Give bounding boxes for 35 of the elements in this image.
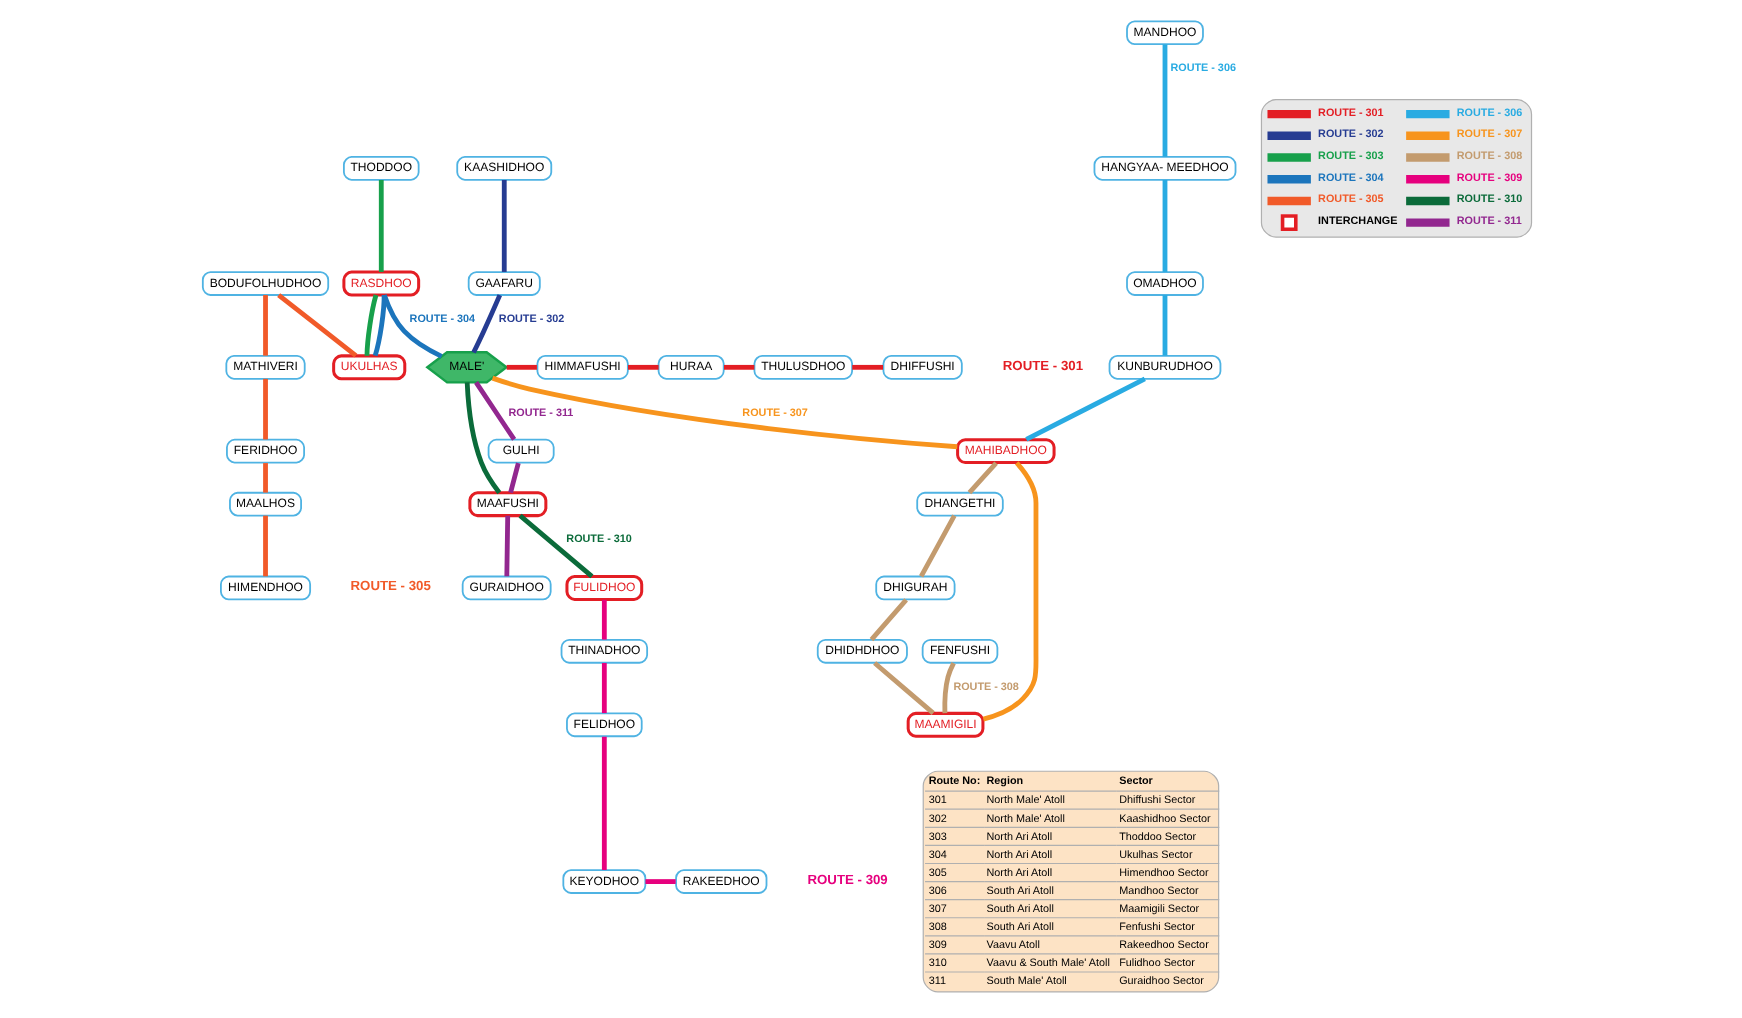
connector — [517, 513, 593, 579]
connector — [981, 461, 1038, 722]
connector — [600, 663, 606, 714]
connector — [377, 180, 383, 272]
connector — [503, 515, 510, 577]
connector — [470, 294, 501, 354]
connector — [363, 294, 378, 356]
connector — [966, 461, 997, 495]
connector — [644, 879, 675, 884]
connector — [473, 381, 516, 441]
connector — [1161, 295, 1167, 356]
connector — [505, 364, 536, 370]
connector — [723, 364, 754, 370]
connector — [1024, 376, 1145, 442]
connector — [851, 364, 883, 370]
connector — [600, 599, 606, 640]
connector — [500, 180, 506, 272]
connector — [371, 295, 386, 357]
connector — [918, 514, 956, 578]
connector — [490, 375, 957, 450]
connector — [868, 598, 907, 642]
connector — [872, 661, 934, 715]
connector — [276, 293, 357, 358]
connector — [262, 515, 267, 577]
connector — [1161, 180, 1167, 272]
connector — [262, 378, 267, 440]
connector — [600, 736, 606, 871]
connector — [627, 364, 658, 370]
connector — [463, 382, 501, 495]
connector — [262, 295, 267, 356]
connector — [262, 463, 267, 493]
connector — [381, 294, 442, 359]
connector — [941, 662, 955, 714]
connector — [507, 462, 520, 494]
connector — [1161, 44, 1167, 157]
